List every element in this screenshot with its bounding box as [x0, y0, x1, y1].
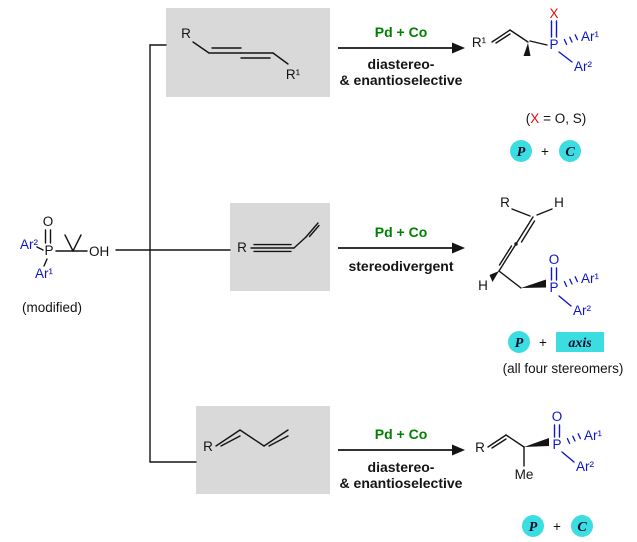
middle-badge-axis-label: axis: [568, 336, 592, 351]
top-note-x: X: [530, 111, 539, 126]
bottom-badge-c-label: C: [577, 520, 587, 535]
middle-product-ar2-label: Ar²: [573, 303, 592, 318]
top-badge-plus: +: [541, 144, 549, 159]
bottom-product-r-label: R: [475, 440, 485, 455]
top-reaction-arrow: Pd + Co diastereo- & enantioselective: [338, 24, 465, 88]
middle-product-p-wedge: [521, 279, 546, 288]
middle-substrate-enyne: R: [237, 222, 320, 255]
middle-product-ar1-label: Ar¹: [581, 271, 600, 286]
reactant-caption: (modified): [22, 300, 82, 315]
branch-connectors: [115, 44, 231, 463]
top-substrate-r1-label: R¹: [286, 67, 301, 82]
middle-product-o-label: O: [549, 252, 560, 267]
bottom-badge-c-circle: [571, 515, 593, 537]
top-badge-p-label: P: [517, 145, 526, 160]
bottom-selectivity-line1: diastereo-: [368, 459, 435, 475]
top-note-open: (: [526, 111, 531, 126]
top-product-ar1-label: Ar¹: [581, 29, 600, 44]
top-product-p-label: P: [549, 37, 558, 52]
top-badge-c-circle: [559, 140, 581, 162]
top-product-ar2-label: Ar²: [574, 59, 593, 74]
top-product-x-label: X: [549, 6, 558, 21]
middle-badge-p-circle: [508, 331, 530, 353]
middle-badge-p-label: P: [515, 336, 524, 351]
middle-product-p-label: P: [549, 280, 558, 295]
reactant-structure: O Ar² P Ar¹ OH (modified): [20, 214, 109, 315]
reactant-p-label: P: [44, 243, 53, 258]
bottom-product-o-label: O: [552, 409, 563, 424]
reactant-o-label: O: [43, 214, 54, 229]
bottom-stereo-badges: P + C: [522, 515, 593, 537]
bottom-product-p-wedge: [524, 438, 549, 447]
middle-product-h-bottom-label: H: [478, 278, 488, 293]
top-badge-p-circle: [510, 140, 532, 162]
top-note-rest: = O, S): [539, 111, 586, 126]
middle-badge-axis-box: [556, 332, 604, 352]
bottom-badge-p-circle: [522, 515, 544, 537]
top-product-r1-label: R¹: [472, 35, 487, 50]
bottom-substrate-r-label: R: [203, 439, 213, 454]
middle-reaction-arrow: Pd + Co stereodivergent: [338, 224, 465, 274]
bottom-product-structure: R Me O P Ar¹ Ar²: [475, 409, 602, 482]
middle-badge-plus: +: [539, 335, 547, 350]
bottom-badge-p-label: P: [529, 520, 538, 535]
top-substrate-r-label: R: [181, 26, 191, 41]
bottom-substrate-diene: R: [203, 429, 289, 454]
bottom-product-me-label: Me: [515, 467, 534, 482]
bottom-product-ar1-label: Ar¹: [584, 428, 603, 443]
top-product-stereo-wedge: [523, 43, 531, 56]
middle-product-note: (all four stereomers): [503, 361, 624, 376]
middle-selectivity-label: stereodivergent: [348, 258, 453, 274]
bottom-selectivity-line2: & enantioselective: [340, 475, 463, 491]
top-conditions-label: Pd + Co: [375, 24, 428, 40]
bottom-product-ar2-label: Ar²: [576, 459, 595, 474]
top-selectivity-line1: diastereo-: [368, 56, 435, 72]
top-badge-c-label: C: [565, 145, 575, 160]
bottom-reaction-arrow: Pd + Co diastereo- & enantioselective: [338, 426, 465, 491]
top-product-note: (X = O, S): [526, 111, 586, 126]
bottom-badge-plus: +: [553, 519, 561, 534]
substrate-panel-middle: [230, 203, 330, 291]
reactant-ar1-label: Ar¹: [35, 266, 54, 281]
reactant-oh-label: OH: [89, 244, 109, 259]
top-selectivity-line2: & enantioselective: [340, 72, 463, 88]
middle-stereo-badges: P + axis: [508, 331, 604, 353]
top-product-structure: R¹ X P Ar¹ Ar²: [472, 6, 600, 74]
top-stereo-badges: P + C: [510, 140, 581, 162]
middle-product-r-label: R: [500, 195, 510, 210]
bottom-product-p-label: P: [552, 437, 561, 452]
reactant-ar2-label: Ar²: [20, 237, 39, 252]
middle-product-structure: R H H O P Ar¹ Ar²: [478, 195, 599, 318]
middle-product-h-wedge: [489, 271, 499, 282]
middle-substrate-r-label: R: [237, 240, 247, 255]
substrate-panel-bottom: [196, 406, 330, 494]
bottom-conditions-label: Pd + Co: [375, 426, 428, 442]
middle-product-h-top-label: H: [554, 195, 564, 210]
middle-conditions-label: Pd + Co: [375, 224, 428, 240]
top-substrate-allene: R R¹: [181, 26, 300, 82]
